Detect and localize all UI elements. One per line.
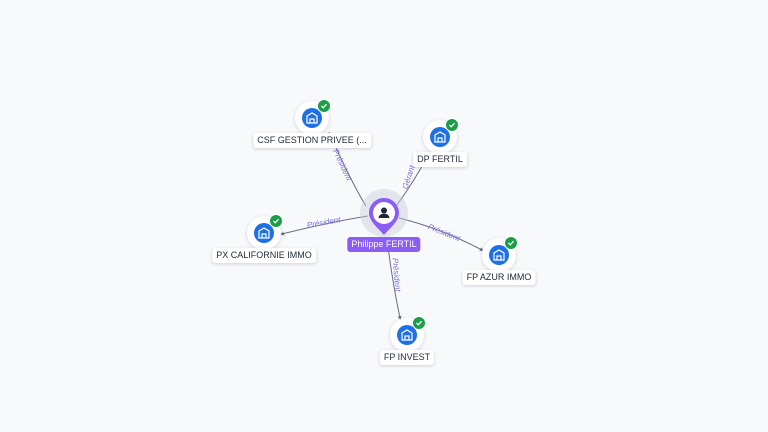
verified-check-icon <box>445 118 459 132</box>
building-icon <box>430 127 450 147</box>
company-node-px[interactable] <box>247 214 283 250</box>
edge-label-fpinvest: Président <box>391 258 403 293</box>
edge-label-csf: Président <box>331 148 354 183</box>
company-node-fpinvest[interactable] <box>390 316 426 352</box>
person-pin-icon <box>369 198 399 235</box>
company-node-dp[interactable] <box>423 118 459 154</box>
verified-check-icon <box>412 316 426 330</box>
company-node-fpazur[interactable] <box>482 236 518 272</box>
company-node-csf[interactable] <box>295 99 331 135</box>
building-icon <box>397 325 417 345</box>
company-label-px[interactable]: PX CALIFORNIE IMMO <box>212 248 316 263</box>
person-node[interactable] <box>368 197 400 235</box>
edge-px <box>280 215 369 236</box>
company-label-fpazur[interactable]: FP AZUR IMMO <box>462 270 536 285</box>
person-label[interactable]: Philippe FERTIL <box>347 237 421 252</box>
building-icon <box>302 108 322 128</box>
edge-fpazur <box>398 217 484 251</box>
verified-check-icon <box>317 99 331 113</box>
verified-check-icon <box>269 214 283 228</box>
company-label-csf[interactable]: CSF GESTION PRIVEE (... <box>253 133 371 148</box>
building-icon <box>254 223 274 243</box>
company-label-fpinvest[interactable]: FP INVEST <box>379 350 435 365</box>
company-label-dp[interactable]: DP FERTIL <box>413 152 467 167</box>
verified-check-icon <box>504 236 518 250</box>
building-icon <box>489 245 509 265</box>
edge-label-dp: Gérant <box>401 163 417 190</box>
edge-label-fpazur: Président <box>427 222 462 243</box>
edge-label-px: Président <box>306 215 342 230</box>
